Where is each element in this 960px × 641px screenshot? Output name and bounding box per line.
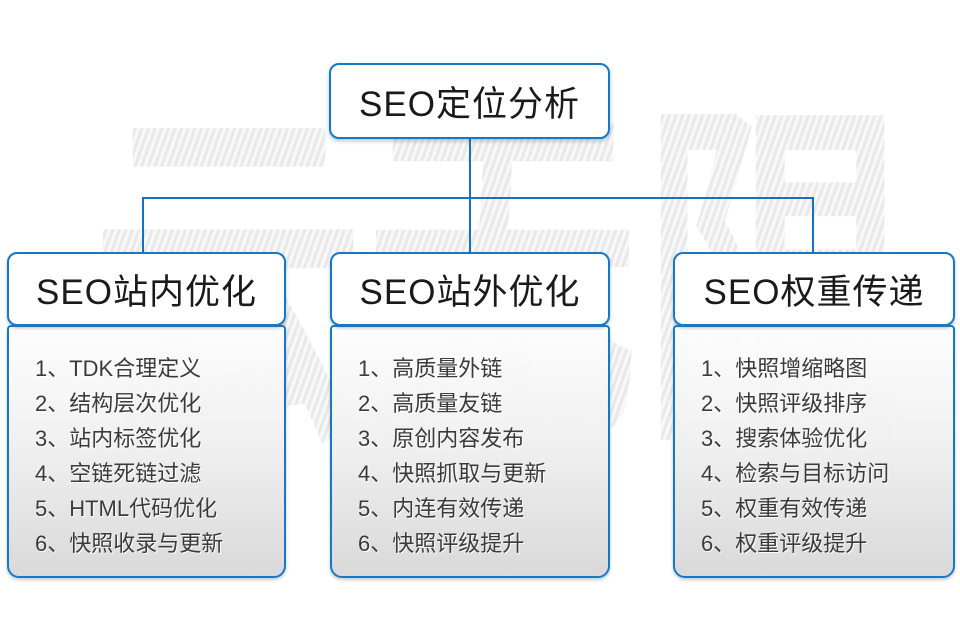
list-item: 3、原创内容发布: [358, 426, 525, 451]
column-offsite-title: SEO站外优化: [359, 272, 581, 312]
column-weight-transfer: SEO权重传递 1、快照增缩略图 2、快照评级排序 3、搜索体验优化 4、检索与…: [673, 252, 955, 578]
list-item: 6、快照评级提升: [358, 531, 525, 556]
column-weight-header: SEO权重传递: [673, 252, 955, 326]
list-item: 5、HTML代码优化: [35, 496, 218, 521]
onsite-item-list: 1、TDK合理定义 2、结构层次优化 3、站内标签优化 4、空链死链过滤 5、H…: [9, 327, 284, 561]
weight-item-list: 1、快照增缩略图 2、快照评级排序 3、搜索体验优化 4、检索与目标访问 5、权…: [675, 327, 953, 561]
column-onsite-title: SEO站内优化: [36, 272, 257, 312]
connector-drop-middle: [469, 198, 471, 253]
column-onsite-body: 1、TDK合理定义 2、结构层次优化 3、站内标签优化 4、空链死链过滤 5、H…: [7, 325, 286, 578]
column-offsite-body: 1、高质量外链 2、高质量友链 3、原创内容发布 4、快照抓取与更新 5、内连有…: [330, 325, 610, 578]
connector-root-vertical: [469, 139, 471, 198]
root-node-label: SEO定位分析: [359, 84, 580, 124]
column-onsite-seo: SEO站内优化 1、TDK合理定义 2、结构层次优化 3、站内标签优化 4、空链…: [7, 252, 286, 578]
column-weight-body: 1、快照增缩略图 2、快照评级排序 3、搜索体验优化 4、检索与目标访问 5、权…: [673, 325, 955, 578]
root-node: SEO定位分析: [329, 63, 610, 139]
list-item: 2、结构层次优化: [35, 391, 202, 416]
offsite-item-list: 1、高质量外链 2、高质量友链 3、原创内容发布 4、快照抓取与更新 5、内连有…: [332, 327, 608, 561]
list-item: 1、高质量外链: [358, 356, 503, 381]
list-item: 3、搜索体验优化: [701, 426, 868, 451]
connector-drop-left: [142, 198, 144, 253]
list-item: 2、高质量友链: [358, 391, 503, 416]
list-item: 3、站内标签优化: [35, 426, 202, 451]
column-offsite-header: SEO站外优化: [330, 252, 610, 326]
list-item: 1、TDK合理定义: [35, 356, 202, 381]
list-item: 4、空链死链过滤: [35, 461, 202, 486]
list-item: 4、检索与目标访问: [701, 461, 890, 486]
column-offsite-seo: SEO站外优化 1、高质量外链 2、高质量友链 3、原创内容发布 4、快照抓取与…: [330, 252, 610, 578]
list-item: 4、快照抓取与更新: [358, 461, 547, 486]
list-item: 6、权重评级提升: [701, 531, 868, 556]
connector-horizontal-rail: [142, 197, 814, 199]
list-item: 6、快照收录与更新: [35, 531, 224, 556]
column-weight-title: SEO权重传递: [703, 272, 925, 312]
column-onsite-header: SEO站内优化: [7, 252, 286, 326]
list-item: 2、快照评级排序: [701, 391, 868, 416]
list-item: 1、快照增缩略图: [701, 356, 868, 381]
list-item: 5、内连有效传递: [358, 496, 525, 521]
list-item: 5、权重有效传递: [701, 496, 868, 521]
connector-drop-right: [812, 198, 814, 253]
